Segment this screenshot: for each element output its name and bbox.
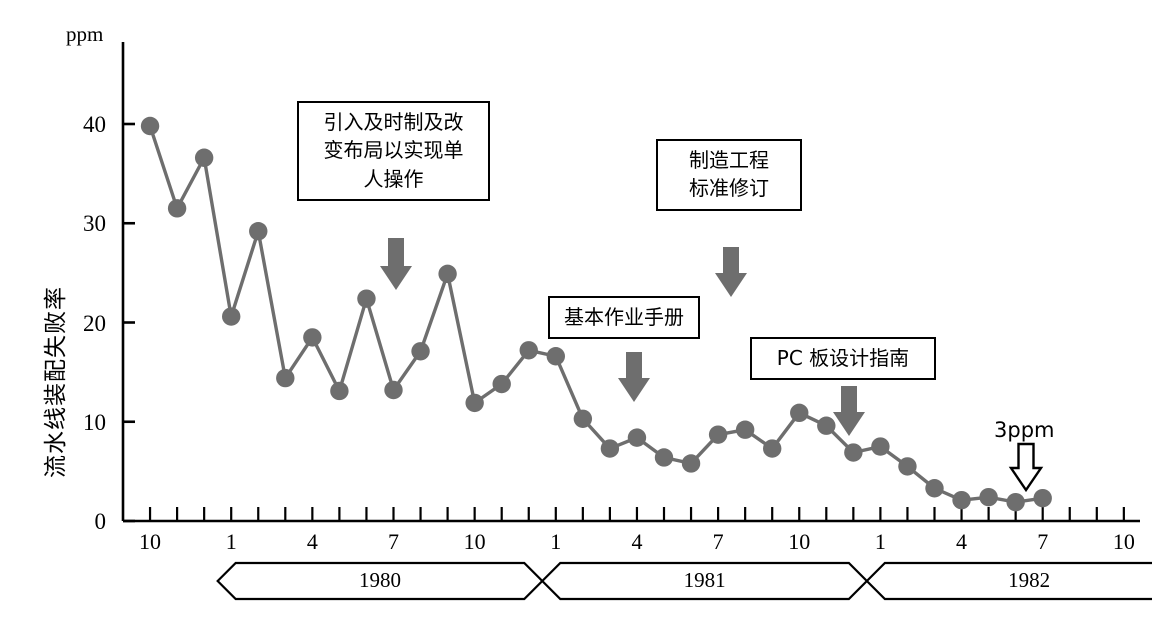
- y-tick-marks: [123, 122, 135, 523]
- x-tick-label: 7: [388, 529, 399, 554]
- annotation-line: 人操作: [363, 166, 424, 191]
- x-tick-label: 7: [1037, 529, 1049, 554]
- annotation-box-jit-layout: 引入及时制及改 变布局以实现单 人操作: [297, 101, 490, 202]
- x-tick-label: 1: [225, 529, 237, 554]
- data-point-marker: [492, 374, 511, 394]
- year-band-label: 1980: [358, 568, 401, 592]
- target-callout-label: 3ppm: [994, 418, 1055, 442]
- data-point-marker: [276, 368, 295, 388]
- annotation-line: 引入及时制及改: [323, 110, 464, 134]
- annotation-arrows: [380, 238, 1044, 493]
- data-point-marker: [140, 116, 160, 136]
- annotation-line: PC 板设计指南: [776, 346, 910, 370]
- solid-down-arrow-icon: [833, 386, 865, 436]
- series-polyline: [148, 124, 1045, 504]
- data-point-marker: [654, 448, 674, 467]
- data-point-marker: [681, 454, 701, 473]
- data-point-marker: [1006, 492, 1025, 512]
- data-point-marker: [708, 425, 728, 444]
- y-tick-label-10: 10: [83, 410, 106, 435]
- year-band-label: 1981: [683, 568, 726, 592]
- data-point-marker: [763, 439, 782, 458]
- solid-down-arrow-icon: [715, 247, 747, 297]
- data-point-marker: [384, 380, 403, 400]
- data-point-marker: [600, 439, 620, 458]
- data-point-marker: [573, 409, 593, 428]
- x-tick-label: 10: [463, 529, 486, 554]
- data-point-marker: [546, 347, 565, 366]
- annotation-line: 变布局以实现单: [323, 138, 464, 163]
- annotation-box-basic-operation-manual: 基本作业手册: [548, 296, 700, 340]
- x-tick-label: 1: [874, 529, 886, 554]
- data-point-marker: [438, 264, 457, 284]
- y-tick-label-20: 20: [83, 311, 106, 336]
- data-point-marker: [898, 457, 917, 476]
- year-band-shapes: [216, 561, 1152, 601]
- data-point-marker: [519, 341, 538, 360]
- annotation-box-pc-board-design-guide: PC 板设计指南: [750, 337, 936, 381]
- data-point-marker: [465, 393, 484, 413]
- data-point-marker: [817, 416, 836, 435]
- data-point-marker: [952, 490, 971, 510]
- y-axis-unit-label: ppm: [66, 22, 104, 46]
- data-point-marker: [330, 381, 349, 401]
- year-band-shape: [865, 561, 1152, 601]
- data-series-markers: [140, 116, 1052, 512]
- x-tick-label: 1: [550, 529, 562, 554]
- data-point-marker: [790, 403, 809, 423]
- data-point-marker: [979, 487, 998, 507]
- y-tick-label-40: 40: [83, 112, 106, 137]
- data-point-marker: [357, 289, 376, 308]
- x-tick-label: 7: [712, 529, 724, 554]
- annotation-line: 基本作业手册: [564, 305, 684, 329]
- data-point-marker: [627, 428, 647, 447]
- data-point-marker: [249, 221, 268, 241]
- data-point-marker: [844, 443, 863, 462]
- solid-down-arrow-icon: [380, 238, 412, 290]
- annotation-line: 制造工程: [689, 148, 769, 172]
- data-point-marker: [222, 307, 241, 326]
- x-tick-marks: [148, 507, 1125, 521]
- axes: [121, 42, 1140, 523]
- hollow-down-arrow-icon: [1008, 442, 1044, 493]
- y-tick-label-0: 0: [94, 509, 107, 534]
- data-point-marker: [925, 479, 944, 498]
- x-tick-label: 4: [306, 529, 318, 554]
- annotation-box-mfg-standard-revision: 制造工程 标准修订: [656, 139, 802, 211]
- data-point-marker: [735, 420, 755, 439]
- annotation-line: 标准修订: [689, 176, 769, 201]
- data-point-marker: [871, 437, 890, 456]
- data-point-marker: [194, 148, 214, 167]
- x-tick-label: 10: [788, 529, 811, 554]
- x-tick-label: 10: [139, 529, 162, 554]
- y-tick-label-30: 30: [83, 211, 106, 236]
- data-point-marker: [411, 342, 430, 361]
- solid-down-arrow-icon: [618, 352, 650, 402]
- data-series-line: [148, 124, 1045, 504]
- x-tick-label: 4: [956, 529, 968, 554]
- data-point-marker: [303, 328, 322, 347]
- data-point-marker: [1033, 488, 1052, 508]
- data-point-marker: [167, 199, 187, 218]
- x-tick-label: 10: [1112, 529, 1135, 554]
- x-tick-label: 4: [631, 529, 643, 554]
- year-band-label: 1982: [1008, 568, 1051, 592]
